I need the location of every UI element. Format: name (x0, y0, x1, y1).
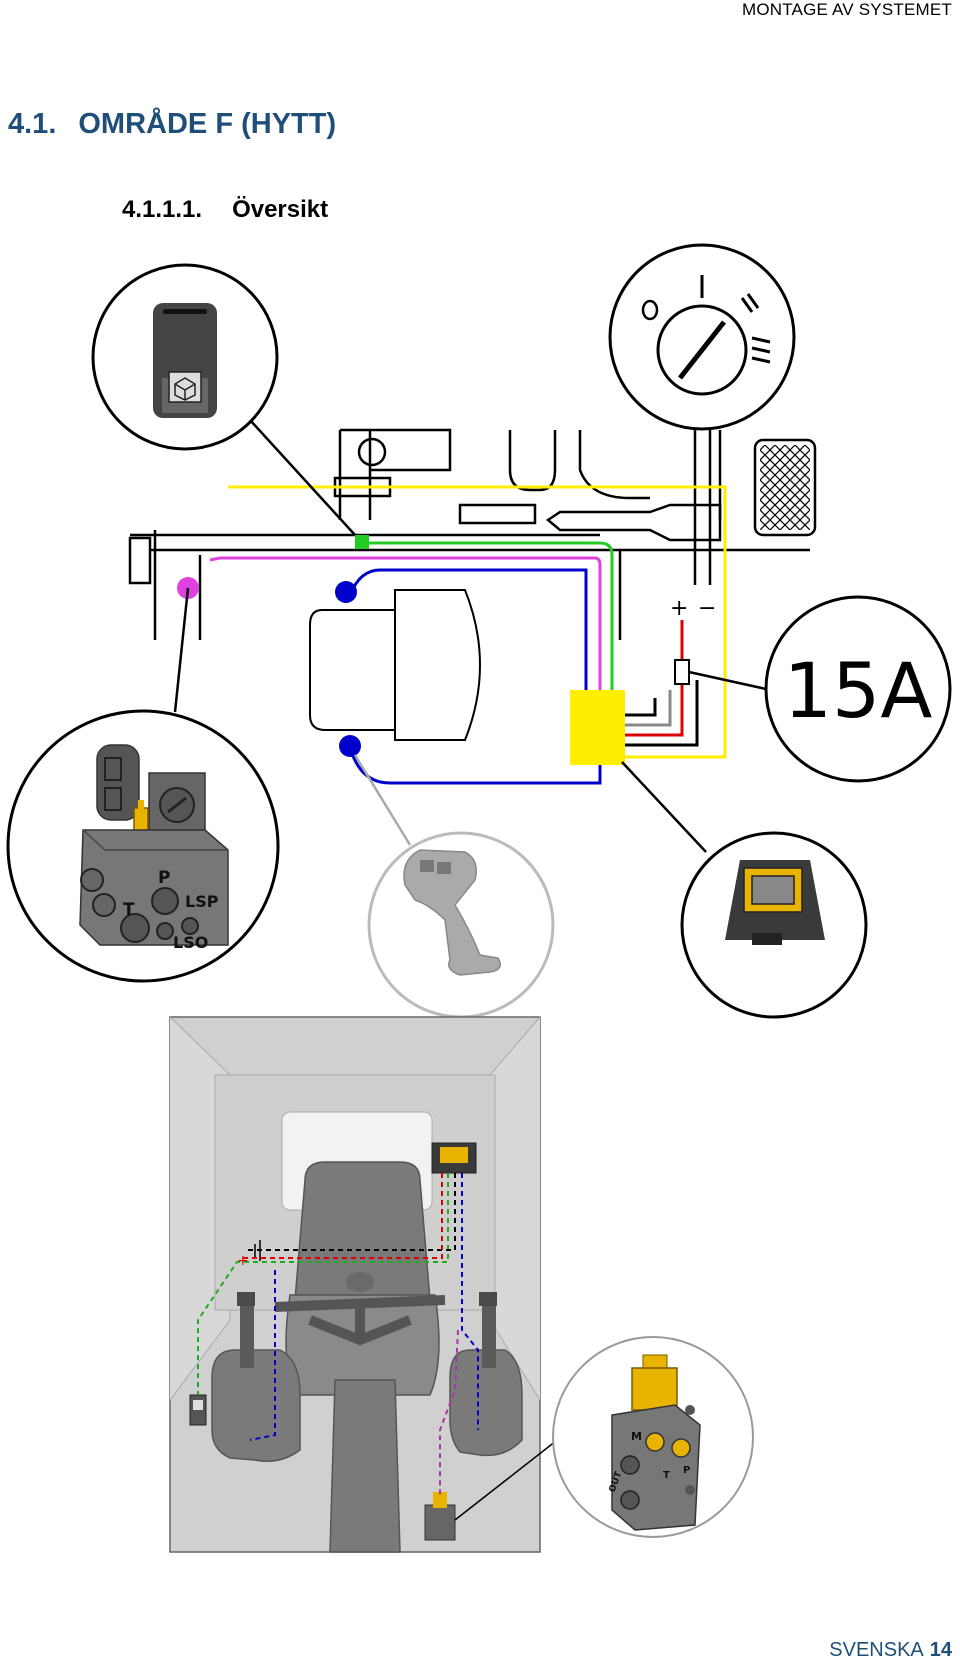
fuse-icon (674, 659, 690, 685)
section-number: 4.1. (8, 108, 57, 140)
section-heading: 4.1. OMRÅDE F (HYTT) (8, 108, 336, 141)
ignition-gauge (608, 243, 796, 585)
interior-plus-sign: + (237, 1253, 249, 1269)
display-callout (680, 831, 868, 1019)
battery-icon (254, 1240, 261, 1261)
joystick-callout (367, 831, 555, 1019)
joystick-connector-icon (339, 735, 361, 757)
valve-port-t-label: T (663, 1470, 670, 1481)
battery-terminals: + − (670, 596, 716, 621)
joystick-connector-icon (335, 581, 357, 603)
port-t-label: T (123, 900, 135, 920)
valve-port-p-label: P (683, 1465, 690, 1476)
cab-interior-illustration: + (169, 1016, 571, 1553)
footer-language: SVENSKA (829, 1639, 924, 1661)
control-unit-icon (570, 690, 625, 765)
subsection-number: 4.1.1.1. (122, 196, 203, 223)
fuse-rating: 15A (784, 646, 933, 735)
port-p-label: P (158, 868, 170, 888)
port-lso-label: LSO (173, 933, 208, 952)
leader-lines (173, 419, 767, 853)
subsection-heading: 4.1.1.1. Översikt (122, 196, 328, 224)
minus-sign: − (698, 596, 716, 621)
chapter-header: MONTAGE AV SYSTEMET (741, 0, 952, 19)
plus-sign: + (670, 596, 688, 621)
section-title: OMRÅDE F (HYTT) (78, 108, 337, 140)
cab-outline (128, 428, 817, 640)
seat-top-view (309, 589, 481, 741)
port-lsp-label: LSP (185, 892, 219, 911)
valve-port-m-label: M (631, 1430, 642, 1443)
subsection-title: Översikt (232, 196, 329, 223)
switch-callout (91, 263, 279, 451)
valve-block-callout: P T LSP LSO (6, 709, 280, 983)
switch-connector-icon (355, 535, 369, 549)
pressure-valve-callout: M OUT T P (552, 1336, 754, 1538)
cube-icon (174, 377, 196, 401)
fuse-callout: 15A (764, 595, 952, 783)
page-number: 14 (929, 1639, 952, 1661)
display-screen-icon (751, 875, 795, 905)
